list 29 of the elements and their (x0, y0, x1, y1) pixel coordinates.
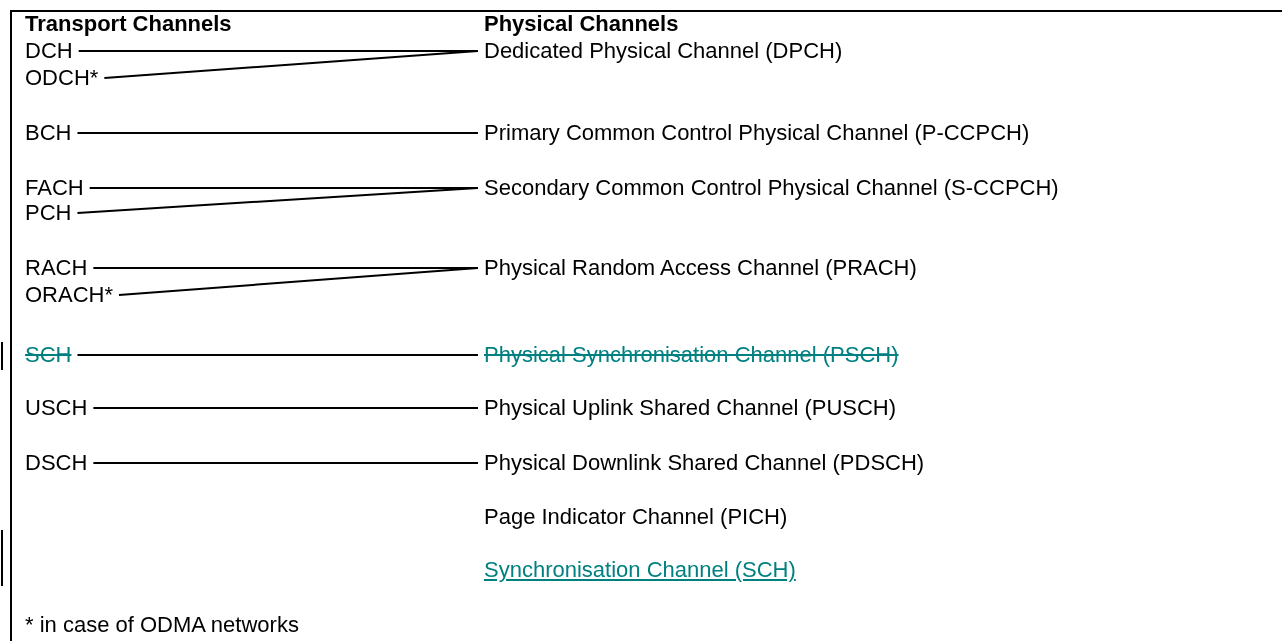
physical-channel-label: Physical Uplink Shared Channel (PUSCH) (484, 395, 897, 421)
transport-channel-label: BCH (25, 120, 72, 146)
physical-channel-label: Physical Random Access Channel (PRACH) (484, 255, 917, 281)
transport-channel-label: DSCH (25, 450, 88, 476)
connector-line (118, 267, 479, 296)
transport-channel-label: FACH (25, 175, 84, 201)
connector-line (103, 50, 479, 79)
transport-channel-label: SCH (25, 342, 72, 368)
physical-channel-label: Secondary Common Control Physical Channel (S-CCPCH) (484, 175, 1059, 201)
transport-channel-label: PCH (25, 200, 72, 226)
physical-channel-label: Primary Common Control Physical Channel (P-CCPCH) (484, 120, 1030, 146)
physical-channel-label: Synchronisation Channel (SCH) (484, 557, 796, 583)
transport-channel-label: ODCH* (25, 65, 99, 91)
transport-channel-label: RACH (25, 255, 88, 281)
connector-line (76, 187, 479, 214)
physical-channel-label: Physical Synchronisation Channel (PSCH) (484, 342, 899, 368)
transport-channel-label: DCH (25, 38, 73, 64)
footnote: * in case of ODMA networks (25, 612, 299, 638)
transport-channel-label: USCH (25, 395, 88, 421)
connector-line (76, 354, 479, 356)
physical-channel-label: Physical Downlink Shared Channel (PDSCH) (484, 450, 925, 476)
column-heading: Transport Channels (25, 11, 232, 37)
column-heading: Physical Channels (484, 11, 679, 37)
transport-channel-label: ORACH* (25, 282, 113, 308)
connector-line (76, 132, 479, 134)
physical-channel-label: Page Indicator Channel (PICH) (484, 504, 788, 530)
physical-channel-label: Dedicated Physical Channel (DPCH) (484, 38, 843, 64)
connector-line (92, 462, 479, 464)
connector-line (92, 407, 479, 409)
